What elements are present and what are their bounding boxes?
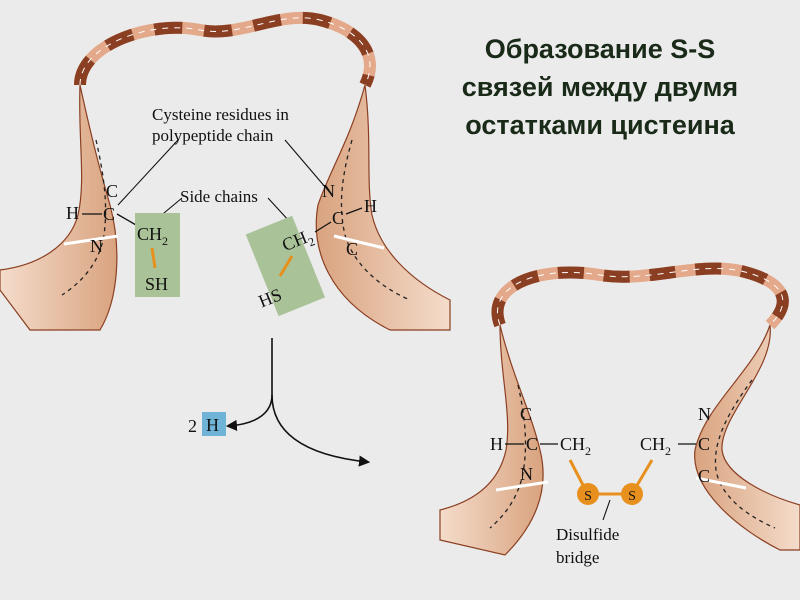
hydrogen-box (202, 412, 226, 436)
disulfide-leader (602, 499, 611, 521)
after-ribbon-loop-highlight (497, 267, 784, 326)
left-strand-backbone (61, 139, 107, 296)
side-chains-leader-right (267, 197, 291, 223)
left-strand-stripe (63, 234, 119, 246)
right-cs-bond (278, 255, 294, 277)
after-right-ch2: CH2 (640, 434, 671, 458)
right-sulfur-atom (621, 483, 643, 505)
after-right-c-bottom: C (698, 466, 710, 486)
cysteine-leader-right (284, 139, 333, 196)
after-left-polypeptide-strand (439, 324, 544, 556)
ribbon-loop-highlight (79, 17, 371, 86)
reaction-arrow-main (271, 338, 371, 467)
left-n: N (90, 236, 103, 256)
panel-before: Cysteine residues in polypeptide chain S… (0, 11, 451, 331)
disulfide-label-line-1: Disulfide (556, 525, 619, 544)
right-carbon-sulfur-bond (634, 459, 654, 488)
title-line-1: Образование S-S (485, 34, 715, 64)
left-sulfur-atom (577, 483, 599, 505)
title-line-3: остатками цистеина (465, 110, 736, 140)
side-chains-label: Side chains (180, 187, 258, 206)
after-right-strand-backbone (714, 379, 776, 529)
ribbon-loop-shade (74, 11, 376, 88)
after-left-c-top: C (520, 404, 532, 424)
left-sh: SH (145, 274, 168, 294)
right-polypeptide-strand (315, 84, 451, 331)
after-left-n: N (520, 464, 533, 484)
right-c-h-bond (345, 207, 363, 215)
after-right-strand-stripe (695, 476, 747, 490)
after-left-strand-stripe (495, 480, 549, 492)
left-side-chain-box (135, 213, 180, 297)
left-c-alpha: C (103, 204, 115, 224)
left-ch2: CH2 (137, 224, 168, 248)
after-right-c-alpha: C (698, 434, 710, 454)
after-left-h: H (490, 434, 503, 454)
right-c-ch2-bond (314, 221, 332, 233)
reaction-arrow-hydrogen (225, 394, 273, 431)
after-left-cysteine-residue: C H C N CH2 (490, 404, 591, 484)
left-cs-bond (150, 247, 157, 269)
left-c-top: C (106, 181, 118, 201)
after-left-ch2: CH2 (560, 434, 591, 458)
after-right-cysteine-residue: CH2 N C C (640, 404, 711, 486)
left-sulfur-symbol: S (584, 489, 592, 504)
left-carbon-sulfur-bond (568, 459, 586, 488)
disulfide-label-line-2: bridge (556, 548, 599, 567)
right-cysteine-residue: N C H C CH2 HS (245, 181, 377, 317)
cysteine-label-line-2: polypeptide chain (152, 126, 274, 145)
cysteine-leader-left (117, 139, 179, 206)
title: Образование S-S связей между двумя остат… (462, 34, 738, 140)
left-polypeptide-strand (0, 84, 118, 331)
right-strand-stripe (333, 234, 385, 250)
after-right-n: N (698, 404, 711, 424)
disulfide-bridge: S S (568, 459, 654, 505)
panel-after: C H C N CH2 CH2 N C C S S Disulfide (439, 262, 800, 567)
after-left-strand-backbone (489, 384, 527, 529)
reaction: 2 H (188, 338, 371, 467)
left-c-ch2-bond (116, 213, 137, 226)
right-c-alpha: C (332, 208, 344, 228)
left-h: H (66, 203, 79, 223)
right-sulfur-symbol: S (628, 489, 636, 504)
hydrogen-symbol: H (206, 415, 219, 435)
right-strand-backbone (340, 139, 411, 301)
right-c-bottom: C (346, 239, 358, 259)
title-line-2: связей между двумя (462, 72, 738, 102)
right-h: H (364, 196, 377, 216)
after-left-c-alpha: C (526, 434, 538, 454)
left-cysteine-residue: C H C N CH2 SH (66, 181, 180, 297)
cysteine-label-line-1: Cysteine residues in (152, 105, 289, 124)
right-n: N (322, 181, 335, 201)
after-right-polypeptide-strand (694, 324, 800, 551)
hydrogen-count: 2 (188, 416, 197, 436)
